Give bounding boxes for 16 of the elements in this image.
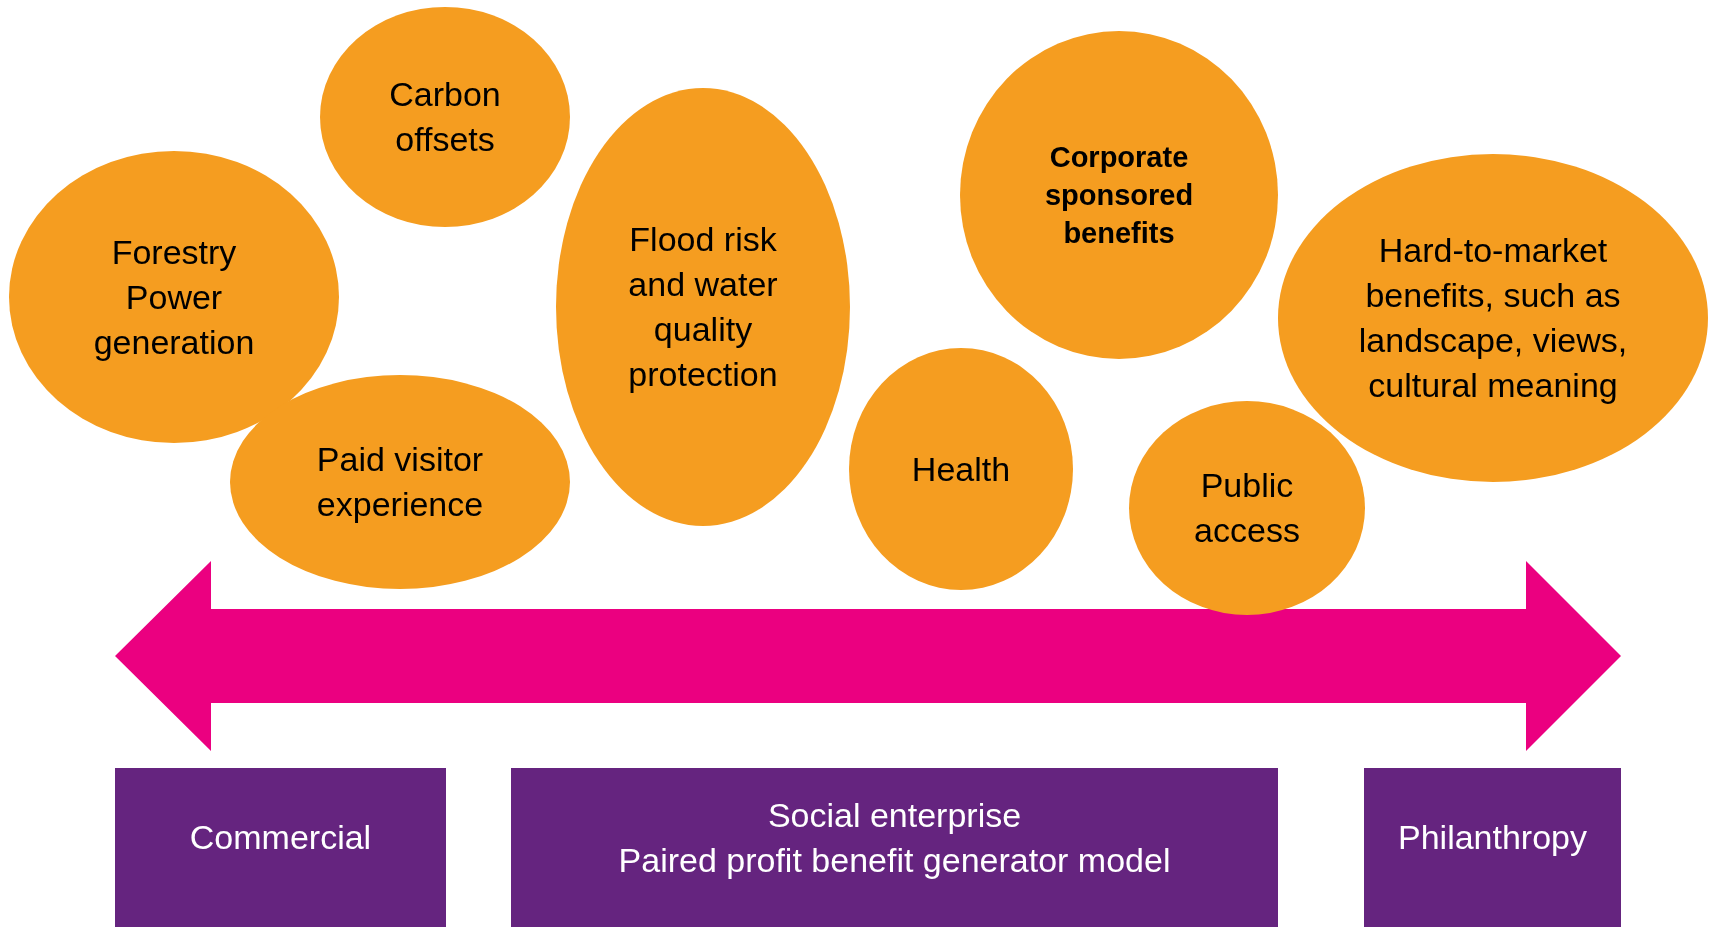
category-box: [511, 768, 1278, 927]
bubble-label: Paid visitor experience: [315, 439, 485, 525]
category-subtitle: Paired profit benefit generator model: [618, 839, 1171, 881]
bubble-label: Public access: [1193, 465, 1301, 551]
bubble-label: Flood risk and water quality protection: [627, 219, 779, 395]
bubble-label: Power generation: [92, 276, 256, 363]
bubble-label: Corporate sponsored benefits: [1043, 140, 1195, 251]
category-box: [115, 768, 446, 927]
category-label: Philanthropy: [1398, 817, 1587, 858]
category-label: Social enterprise: [767, 794, 1022, 836]
bubble-label: Health: [911, 448, 1011, 490]
bubble-label: Hard-to-market benefits, such as landscape, views, cultural meaning: [1357, 230, 1629, 406]
category-box: [1364, 768, 1621, 927]
bubble-label: Forestry: [111, 231, 237, 273]
bubble-label: Carbon offsets: [388, 74, 502, 160]
category-label: Commercial: [189, 817, 372, 858]
